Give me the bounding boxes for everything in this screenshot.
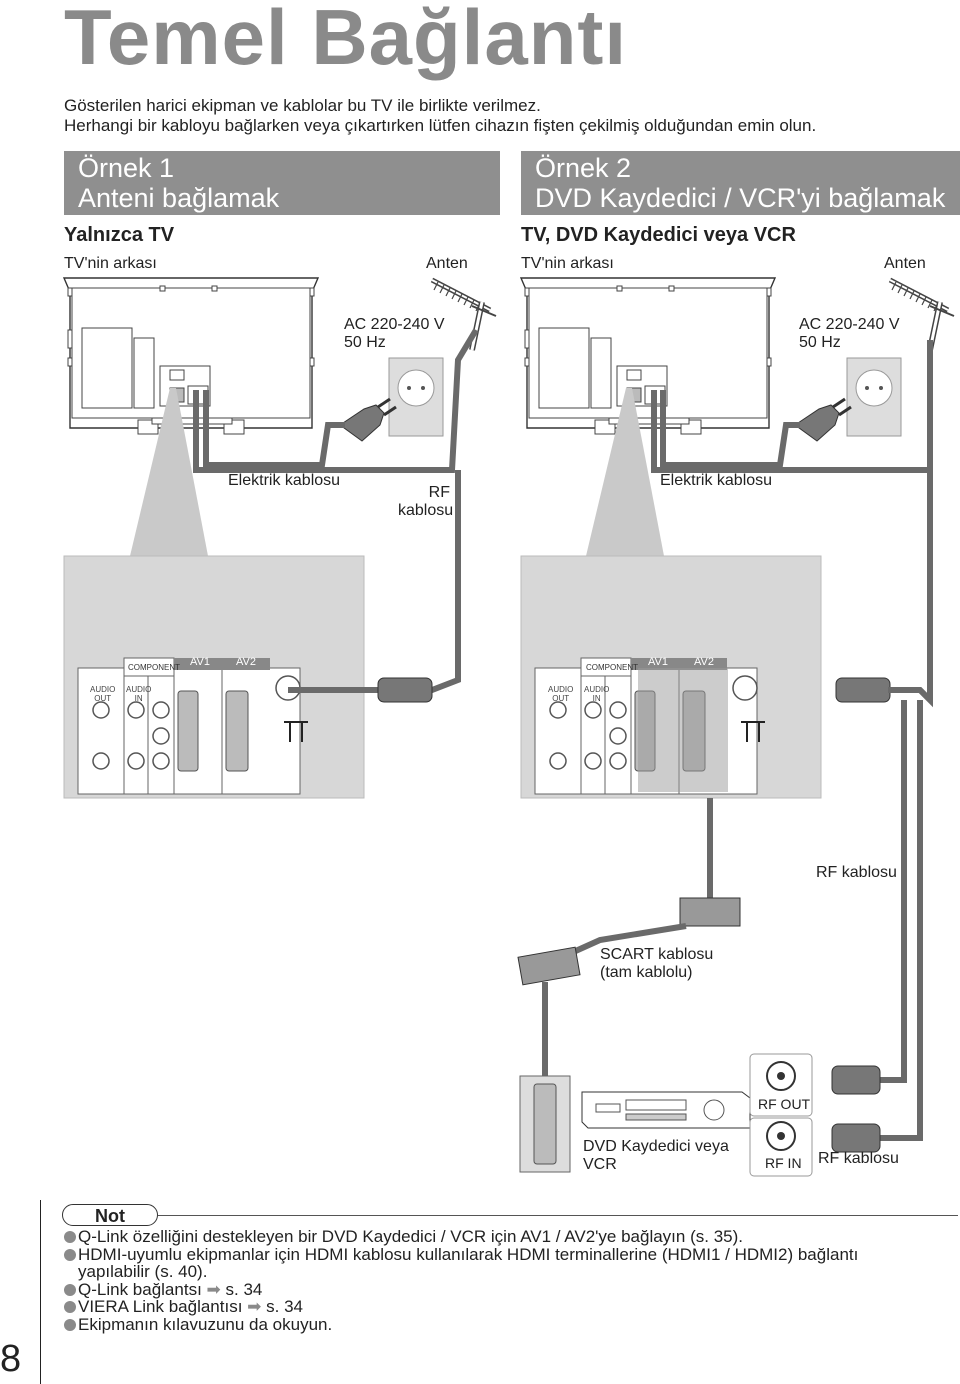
page-number-divider: [40, 1200, 41, 1384]
note-item-5: Ekipmanın kılavuzunu da okuyun.: [62, 1315, 942, 1334]
example1-panel-av2: AV2: [236, 656, 256, 668]
note-item-3-text: Q-Link bağlantsı: [78, 1279, 202, 1299]
example1-antenna-label: Anten: [426, 255, 468, 272]
example2-panel-av2: AV2: [694, 656, 714, 668]
dvd-vcr-device: [581, 1091, 751, 1129]
intro-line-1: Gösterilen harici ekipman ve kablolar bu…: [64, 96, 541, 115]
example2-tv-back-image: [520, 277, 776, 435]
example2-power-plug: [793, 397, 853, 443]
example2-panel-audio-out: AUDIO OUT: [548, 685, 573, 703]
example1-wall-outlet: [388, 357, 444, 437]
example1-rf-cable: [193, 328, 479, 473]
page-title: Temel Bağlantı: [64, 0, 628, 81]
example1-power-cable: [203, 390, 345, 468]
example1-banner: Örnek 1 Anteni bağlamak: [64, 151, 500, 215]
example2-scart-line1: SCART kablosu: [600, 946, 714, 963]
note-item-4-text: VIERA Link bağlantısı: [78, 1297, 243, 1316]
device-label-line1: DVD Kaydedici veya: [583, 1138, 729, 1155]
example2-audio-out-line2: OUT: [552, 694, 570, 703]
example2-panel-component: COMPONENT: [586, 663, 638, 672]
example1-panel-audio-in: AUDIO IN: [126, 685, 151, 703]
example1-banner-line2: Anteni bağlamak: [78, 183, 280, 213]
example2-antenna-image: [890, 280, 954, 350]
device-label-line2: VCR: [583, 1156, 617, 1173]
example2-banner-line2: DVD Kaydedici / VCR'yi bağlamak: [535, 183, 946, 213]
example2-power-cable: [660, 390, 800, 468]
rf-in-label: RF IN: [765, 1155, 802, 1171]
note-item-2: HDMI-uyumlu ekipmanlar için HDMI kablosu…: [62, 1244, 942, 1281]
example2-rf-cable-out: [870, 700, 907, 1083]
page-number: 8: [0, 1338, 22, 1380]
example1-power-plug: [338, 397, 398, 443]
intro-line-2: Herhangi bir kabloyu bağlarken veya çıka…: [64, 116, 817, 135]
example2-ac-label: AC 220-240 V 50 Hz: [799, 316, 900, 352]
example1-power-cable-label: Elektrik kablosu: [228, 472, 341, 489]
example1-panel-audio-out: AUDIO OUT: [90, 685, 115, 703]
example1-banner-line1: Örnek 1: [78, 153, 175, 183]
note-item-3-ref[interactable]: s. 34: [225, 1279, 263, 1299]
example2-ac-line2: 50 Hz: [799, 334, 841, 351]
example2-rf-cable-label-bottom: RF kablosu: [818, 1150, 899, 1167]
rf-out-label: RF OUT: [758, 1096, 811, 1112]
example1-ac-line2: 50 Hz: [344, 334, 386, 351]
example2-rf-cable-in: [870, 700, 923, 1141]
note-item-4[interactable]: VIERA Link bağlantısı ➡ s. 34: [62, 1298, 942, 1316]
example1-terminal-panel: [63, 555, 365, 799]
example1-audio-in-line2: IN: [134, 694, 143, 703]
example1-ac-line1: AC 220-240 V: [344, 316, 445, 333]
note-badge: Not: [62, 1204, 158, 1226]
example1-tv-back-label: TV'nin arkası: [64, 255, 157, 272]
example2-panel-audio-in: AUDIO IN: [584, 685, 609, 703]
note-item-4-ref[interactable]: s. 34: [266, 1297, 304, 1316]
example1-audio-out-line2: OUT: [94, 694, 112, 703]
example1-panel-component: COMPONENT: [128, 663, 180, 672]
example2-subtitle: TV, DVD Kaydedici veya VCR: [521, 224, 796, 246]
note-item-2-line2: yapılabilir (s. 40).: [78, 1262, 208, 1281]
example1-audio-out-line1: AUDIO: [90, 685, 116, 694]
example2-zoom-beam: [586, 388, 664, 556]
example2-audio-in-line1: AUDIO: [584, 685, 610, 694]
intro-text: Gösterilen harici ekipman ve kablolar bu…: [64, 96, 816, 136]
example2-antenna-label: Anten: [884, 255, 926, 272]
example1-rf-line2: kablosu: [398, 502, 454, 519]
example1-ac-label: AC 220-240 V 50 Hz: [344, 316, 445, 352]
arrow-right-icon: ➡: [247, 1297, 262, 1316]
example2-ac-line1: AC 220-240 V: [799, 316, 900, 333]
device-label: DVD Kaydedici veya VCR: [583, 1138, 729, 1174]
example1-zoom-beam: [130, 388, 208, 556]
example2-power-cable-label: Elektrik kablosu: [660, 472, 773, 489]
example1-subtitle: Yalnızca TV: [64, 224, 175, 246]
example1-panel-av1: AV1: [190, 656, 210, 668]
note-item-3[interactable]: Q-Link bağlantsı ➡ s. 34: [62, 1279, 942, 1299]
example2-rf-cable-label-top: RF kablosu: [816, 864, 897, 881]
example2-audio-in-line2: IN: [592, 694, 601, 703]
example2-wall-outlet: [846, 357, 902, 437]
arrow-right-icon: ➡: [206, 1279, 221, 1299]
example1-audio-in-line1: AUDIO: [126, 685, 152, 694]
example2-scart-label: SCART kablosu (tam kablolu): [600, 946, 713, 982]
example2-rf-cable-antenna: [651, 340, 933, 473]
example2-panel-av1: AV1: [648, 656, 668, 668]
note-item-2-line1: HDMI-uyumlu ekipmanlar için HDMI kablosu…: [78, 1244, 859, 1264]
notes-list: Q-Link özelliğini destekleyen bir DVD Ka…: [62, 1228, 942, 1333]
example2-banner: Örnek 2 DVD Kaydedici / VCR'yi bağlamak: [521, 151, 960, 215]
example2-audio-out-line1: AUDIO: [548, 685, 574, 694]
example1-tv-back-image: [63, 277, 319, 435]
note-divider: [158, 1215, 958, 1216]
example2-scart-line2: (tam kablolu): [600, 964, 693, 981]
example1-rf-cable-label: RF kablosu: [398, 484, 454, 520]
example1-rf-line1: RF: [428, 484, 450, 501]
example2-tv-back-label: TV'nin arkası: [521, 255, 614, 272]
note-item-1: Q-Link özelliğini destekleyen bir DVD Ka…: [62, 1228, 942, 1246]
example2-banner-line1: Örnek 2: [535, 153, 632, 183]
